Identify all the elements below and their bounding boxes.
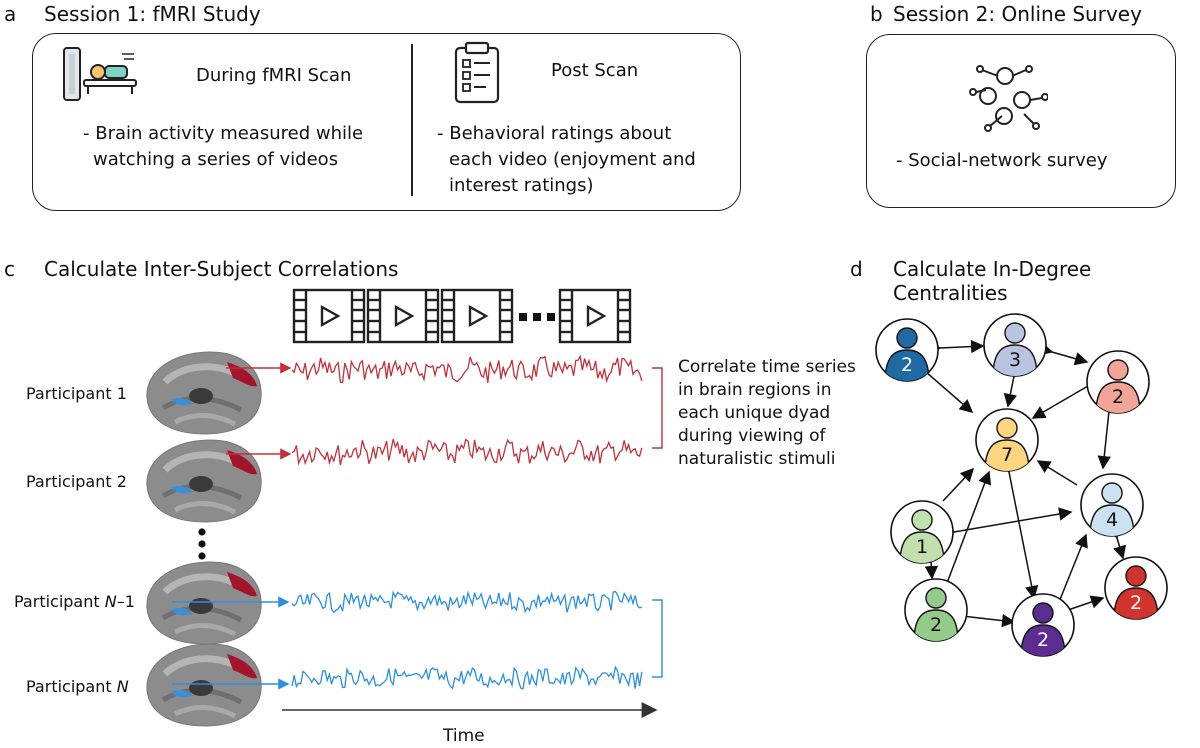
network-node-3-label: 2 xyxy=(1112,386,1124,408)
network-node-7-label: 2 xyxy=(1130,592,1142,614)
panel-a-divider xyxy=(411,44,413,196)
clipboard-icon xyxy=(454,41,500,104)
network-node-6: 1 xyxy=(890,500,954,564)
brain-4 xyxy=(146,643,262,727)
network-node-4: 7 xyxy=(975,408,1039,472)
network-node-9-label: 2 xyxy=(1037,629,1049,651)
panel-c-title: Calculate Inter-Subject Correlations xyxy=(44,257,399,281)
network-node-6-label: 1 xyxy=(916,536,928,558)
scan-desc-line1: - Brain activity measured while xyxy=(83,123,364,144)
correlate-text: Correlate time series in brain regions i… xyxy=(678,357,856,469)
series-participant-1 xyxy=(291,354,643,384)
post-heading: Post Scan xyxy=(551,60,639,81)
network-node-7: 2 xyxy=(1104,556,1168,620)
post-desc-line3: interest ratings) xyxy=(449,175,594,196)
brain-1 xyxy=(146,351,262,435)
network-node-2-label: 3 xyxy=(1009,349,1021,371)
panel-a-letter: a xyxy=(4,2,17,26)
network-node-8-label: 2 xyxy=(930,614,942,636)
panel-b-title: Session 2: Online Survey xyxy=(893,2,1142,26)
video-frames xyxy=(292,288,632,344)
network-node-5: 4 xyxy=(1080,473,1144,537)
network-node-1: 2 xyxy=(875,318,939,382)
network-graph: 2 3 2 7 4 1 2 2 2 xyxy=(875,313,1168,657)
panel-d-letter: d xyxy=(850,257,863,281)
panel-c-graphics xyxy=(146,351,663,727)
network-node-2: 3 xyxy=(983,313,1047,377)
series-participant-n-minus-1 xyxy=(291,590,642,614)
network-node-4-label: 7 xyxy=(1001,444,1013,466)
post-desc-line1: - Behavioral ratings about xyxy=(437,123,672,144)
series-participant-n xyxy=(291,665,643,690)
scan-desc-line2: watching a series of videos xyxy=(93,149,339,170)
panel-b-box xyxy=(866,34,1176,208)
panel-a-title: Session 1: fMRI Study xyxy=(44,2,261,26)
brain-2 xyxy=(146,439,262,523)
network-node-3: 2 xyxy=(1086,350,1150,414)
series-participant-2 xyxy=(291,438,643,466)
network-node-9: 2 xyxy=(1011,593,1075,657)
participant-label-1: Participant 1 xyxy=(26,384,127,403)
panel-d-title: Calculate In-Degree Centralities xyxy=(893,257,1092,305)
participant-label-2: Participant 2 xyxy=(26,472,127,491)
participant-label-n-minus-1: Participant N–1 xyxy=(14,592,135,611)
network-node-8: 2 xyxy=(904,578,968,642)
social-network-icon xyxy=(969,65,1048,132)
survey-desc: - Social-network survey xyxy=(896,150,1108,171)
fmri-scanner-icon xyxy=(63,47,137,101)
panel-c-letter: c xyxy=(4,257,15,281)
panel-b-letter: b xyxy=(870,2,883,26)
network-node-5-label: 4 xyxy=(1106,509,1118,531)
network-node-1-label: 2 xyxy=(901,354,913,376)
time-axis-label: Time xyxy=(443,726,485,746)
panel-a-box xyxy=(32,33,741,211)
participant-label-n: Participant N xyxy=(26,677,129,696)
post-desc-line2: each video (enjoyment and xyxy=(449,149,696,170)
scan-heading: During fMRI Scan xyxy=(196,65,352,86)
brain-3 xyxy=(146,561,262,645)
